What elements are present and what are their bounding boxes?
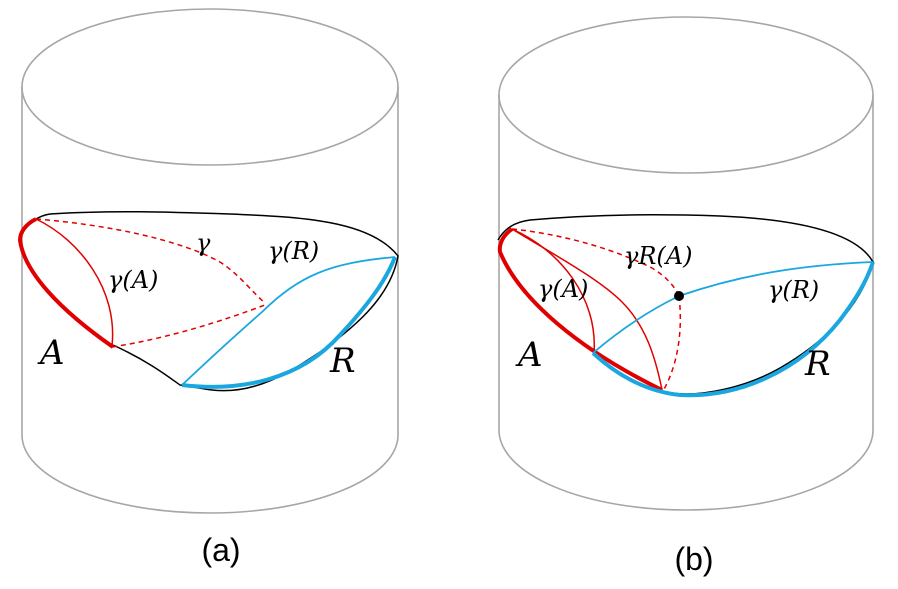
region-a-arc	[497, 227, 663, 392]
label-region-r: R	[329, 341, 356, 381]
label-gamma-ra: γR(A)	[624, 242, 692, 270]
gamma-dashed-upper	[35, 218, 266, 304]
caption-a: (a)	[201, 532, 240, 568]
label-region-a: A	[515, 335, 543, 375]
boundary-curve	[497, 214, 874, 395]
gamma-ra-dashed-lower	[662, 295, 682, 392]
gamma-a-curve	[35, 218, 114, 347]
gamma-r-curve	[592, 261, 874, 354]
intersection-point	[674, 291, 684, 301]
cylinder-bottom-arc	[21, 434, 399, 514]
gamma-dashed-lower	[111, 304, 266, 348]
region-a-arc	[17, 217, 115, 349]
gamma-a-curve	[511, 228, 595, 354]
panel-a: A R γ γ(A) γ(R) (a)	[17, 8, 399, 568]
label-gamma-r: γ(R)	[768, 276, 819, 304]
region-r-arc	[181, 256, 397, 389]
caption-b: (b)	[674, 541, 713, 577]
label-region-r: R	[804, 344, 831, 384]
panel-b: A R γR(A) γ(A) γ(R) (b)	[497, 16, 875, 577]
gamma-a-inner-curve	[511, 228, 663, 391]
cylinder-top-ellipse	[498, 16, 874, 174]
label-region-a: A	[37, 333, 65, 373]
label-gamma: γ	[196, 229, 211, 257]
cylinder-top-ellipse	[21, 8, 399, 166]
gamma-r-curve	[181, 256, 396, 386]
label-gamma-a: γ(A)	[108, 266, 158, 294]
label-gamma-r: γ(R)	[268, 237, 319, 265]
region-r-arc	[591, 261, 875, 398]
label-gamma-a: γ(A)	[538, 275, 588, 303]
cylinder-bottom-arc	[498, 429, 874, 511]
